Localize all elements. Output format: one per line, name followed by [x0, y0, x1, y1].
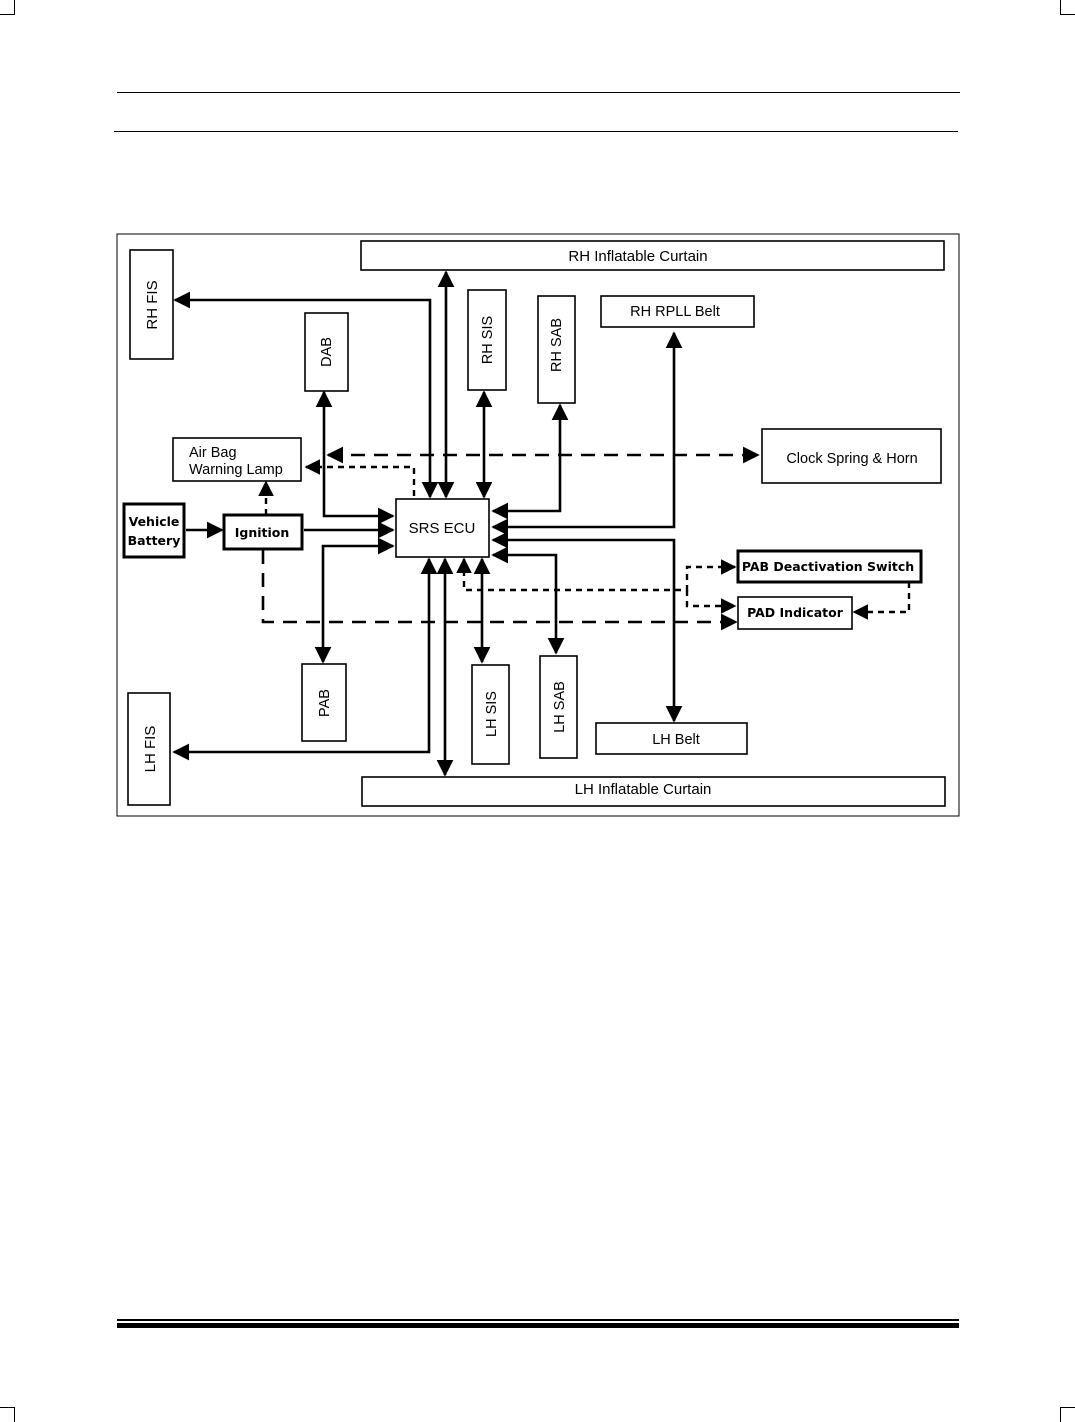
header-rule-bottom — [114, 131, 958, 132]
link-rh-sab — [491, 403, 569, 520]
link-lh-sab — [491, 546, 565, 655]
diagram-frame — [116, 233, 960, 817]
node-rh-fis: RH FIS — [129, 249, 174, 360]
label-rh-sis: RH SIS — [480, 316, 496, 364]
link-switch-indicator — [852, 582, 911, 620]
header-rule-top — [117, 92, 960, 93]
link-ecu-pad-indicator — [685, 590, 737, 614]
node-dab: DAB — [304, 312, 349, 392]
node-rh-sab: RH SAB — [537, 295, 576, 404]
node-lh-fis: LH FIS — [127, 692, 171, 806]
label-lh-belt: LH Belt — [652, 732, 700, 748]
label-pab: PAB — [317, 689, 333, 717]
label-airbag-lamp-line2: Warning Lamp — [189, 462, 283, 478]
label-lh-curtain: LH Inflatable Curtain — [575, 781, 712, 798]
node-pab-deactivation-switch: PAB Deactivation Switch — [736, 549, 923, 584]
crop-mark-top-right — [1060, 0, 1075, 15]
link-ecu-pab-switch — [456, 557, 737, 592]
label-battery-line2: Battery — [128, 533, 181, 548]
label-rh-rpll-belt: RH RPLL Belt — [630, 304, 720, 320]
crop-mark-bottom-left — [0, 1407, 15, 1422]
label-lh-sab: LH SAB — [552, 681, 568, 733]
label-lh-fis: LH FIS — [142, 726, 159, 773]
node-lh-belt: LH Belt — [595, 722, 748, 755]
link-lh-fis — [172, 557, 438, 761]
label-ignition: Ignition — [235, 525, 290, 540]
connections — [172, 270, 911, 777]
link-rh-fis — [173, 291, 439, 499]
label-srs-ecu: SRS ECU — [409, 520, 476, 537]
node-lh-sab: LH SAB — [539, 655, 578, 759]
label-lh-sis: LH SIS — [484, 691, 500, 737]
footer-rule-thin — [117, 1319, 959, 1321]
node-vehicle-battery: Vehicle Battery — [122, 502, 186, 559]
node-srs-ecu: SRS ECU — [395, 498, 490, 558]
label-clock-spring-horn: Clock Spring & Horn — [786, 451, 917, 467]
label-pad-indicator: PAD Indicator — [747, 605, 844, 620]
label-dab: DAB — [319, 337, 335, 367]
node-lh-sis: LH SIS — [471, 664, 510, 765]
label-rh-fis: RH FIS — [144, 280, 161, 329]
node-rh-sis: RH SIS — [467, 289, 507, 391]
node-pad-indicator: PAD Indicator — [737, 596, 853, 630]
link-lh-belt — [491, 531, 683, 723]
footer-rule-thick — [117, 1323, 959, 1328]
node-lh-curtain: LH Inflatable Curtain — [361, 776, 946, 807]
link-pab — [314, 537, 395, 664]
node-rh-rpll-belt: RH RPLL Belt — [600, 295, 755, 328]
label-battery-line1: Vehicle — [129, 514, 180, 529]
node-pab: PAB — [301, 663, 347, 742]
crop-mark-bottom-right — [1060, 1407, 1075, 1422]
node-airbag-warning-lamp: Air Bag Warning Lamp — [172, 437, 302, 482]
label-rh-sab: RH SAB — [549, 318, 565, 372]
label-rh-curtain: RH Inflatable Curtain — [568, 248, 707, 265]
link-ecu-lamp — [304, 459, 416, 496]
node-clock-spring-horn: Clock Spring & Horn — [761, 428, 942, 484]
link-rh-rpll-belt — [491, 331, 683, 536]
node-ignition: Ignition — [222, 513, 304, 551]
label-pab-switch: PAB Deactivation Switch — [742, 559, 914, 574]
link-dab — [315, 390, 395, 525]
link-ignition-pad — [261, 550, 738, 631]
label-airbag-lamp-line1: Air Bag — [189, 445, 237, 461]
node-rh-curtain: RH Inflatable Curtain — [360, 240, 945, 271]
crop-mark-top-left — [0, 0, 15, 15]
